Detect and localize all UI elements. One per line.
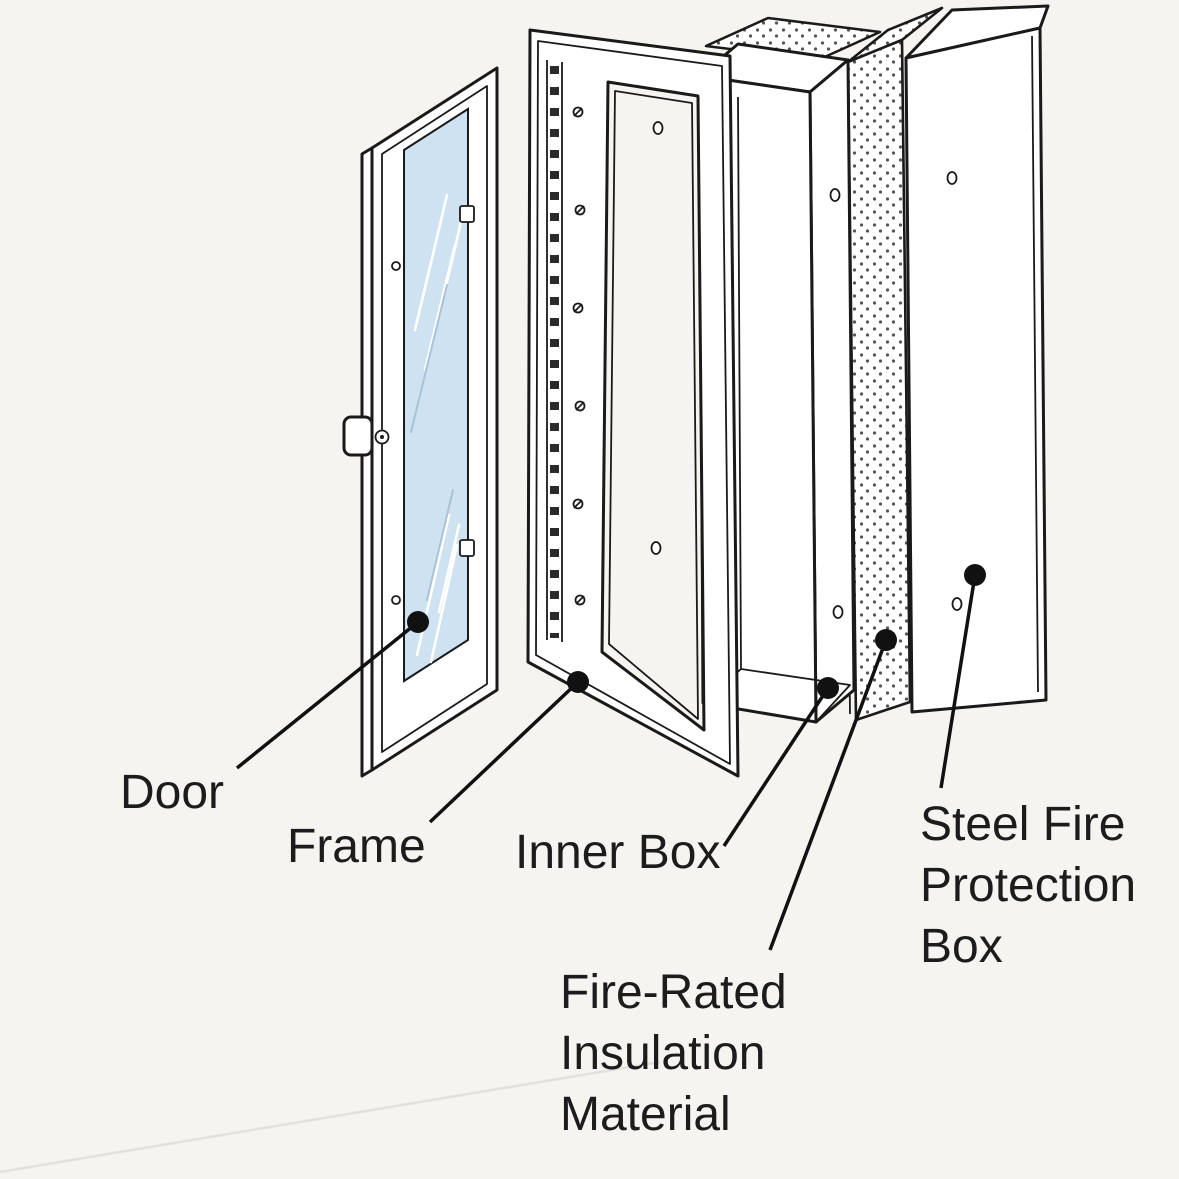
label-inner-box: Inner Box (515, 826, 720, 879)
frame-hole (650, 541, 662, 555)
door-leader-line (235, 620, 420, 770)
glass-reflections (410, 193, 463, 664)
frame-outer-bevel (535, 40, 731, 765)
door-latch (342, 415, 390, 457)
label-insulation-line2: Insulation (560, 1027, 765, 1080)
frame-leader-line (428, 680, 580, 824)
label-steel-box-line2: Protection (920, 859, 1136, 912)
steel-box-edge-detail (1031, 35, 1039, 693)
steel-box-hole (951, 597, 963, 611)
steel-fire-protection-box-illustration (904, 4, 1050, 714)
callouts (235, 564, 986, 951)
inner-box-hole (832, 605, 844, 619)
door-bevel (381, 85, 488, 753)
frame-band (526, 28, 740, 778)
door-leader-dot (407, 611, 429, 633)
inner-box-leader-line (722, 687, 830, 847)
label-steel-box-line3: Box (920, 920, 1003, 973)
door-illustration (342, 66, 499, 778)
door-glass (403, 107, 469, 683)
floor-line (0, 1060, 661, 1174)
label-steel-box-line1: Steel Fire (920, 798, 1125, 851)
frame-screws (572, 106, 586, 606)
door-screw-hole (391, 261, 401, 271)
label-frame: Frame (287, 820, 426, 873)
frame-hole (652, 121, 664, 135)
steel-box-leader-dot (964, 564, 986, 586)
label-insulation-line3: Material (560, 1088, 731, 1141)
door-screw-hole (391, 595, 401, 605)
label-insulation-line1: Fire-Rated (560, 966, 787, 1019)
steel-box-hole (946, 171, 958, 185)
glass-clip-tab (459, 205, 475, 223)
inner-box-interior-corner (737, 96, 742, 670)
insulation-leader-dot (875, 629, 897, 651)
insulation-leader-line (768, 639, 888, 951)
label-door: Door (120, 766, 224, 819)
inner-box-side-face (808, 58, 856, 724)
frame-leader-dot (567, 671, 589, 693)
insulation-slab (846, 38, 912, 722)
insulation-illustration (704, 6, 944, 722)
steel-box-leader-line (939, 574, 977, 789)
glass-clip-tab (459, 539, 475, 557)
inner-box-leader-dot (817, 677, 839, 699)
frame-illustration (526, 28, 740, 778)
inner-box-hole (829, 188, 841, 202)
frame-opening-bevel (608, 90, 699, 720)
steel-box-front-face (904, 26, 1048, 714)
